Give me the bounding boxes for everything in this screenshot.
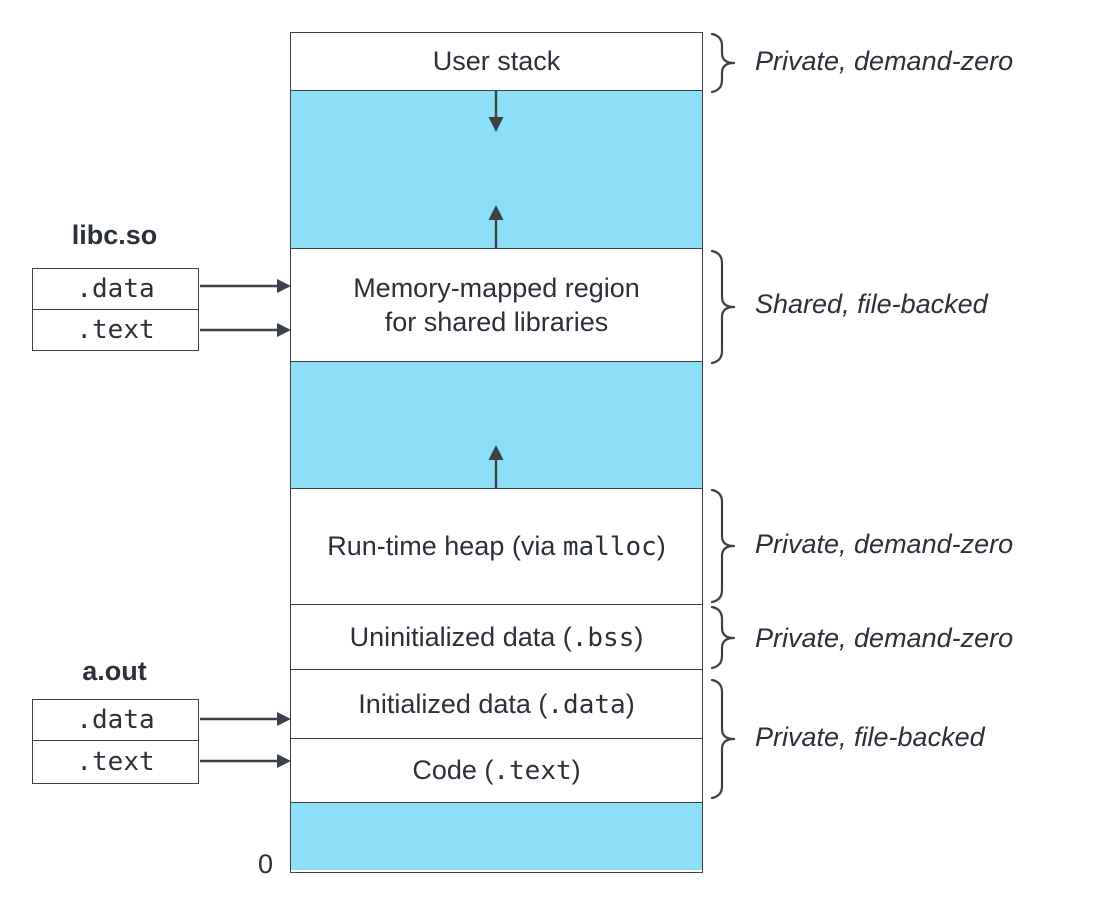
label-code-text: .bss (571, 622, 635, 653)
segment-user-stack: User stack (291, 33, 702, 90)
libc-text-mapping-arrow-icon (200, 323, 291, 337)
libc-data-section: .data (76, 274, 155, 304)
label-text: ) (625, 688, 635, 719)
label-text: for shared libraries (384, 307, 609, 337)
annotation-memory-mapped: Shared, file-backed (755, 289, 988, 319)
segment-label: Code ( .text ) (412, 755, 580, 786)
label-text: Code ( (412, 755, 494, 785)
segment-label: Memory-mapped region for shared librarie… (353, 271, 640, 339)
label-text: User stack (432, 46, 561, 76)
label-code-text: .data (547, 689, 626, 720)
label-text: ) (634, 621, 644, 652)
libc-box: .data .text (32, 268, 199, 351)
libc-data-mapping-arrow-icon (200, 279, 291, 293)
aout-data-section: .data (76, 705, 155, 735)
annotation-bss: Private, demand-zero (755, 623, 1014, 653)
libc-text-section: .text (33, 309, 198, 350)
segment-label: Run-time heap (via malloc ) (327, 531, 666, 562)
brace-user-stack-icon (710, 32, 736, 94)
annotation-heap: Private, demand-zero (755, 529, 1014, 559)
segment-stack-growth-gap (291, 90, 702, 248)
address-space-column: User stack Memory-mapped region for shar… (290, 32, 703, 873)
brace-data-code-icon (710, 678, 736, 800)
aout-text-mapping-arrow-icon (200, 754, 291, 768)
label-text: Initialized data ( (358, 688, 548, 719)
aout-data-mapping-arrow-icon (200, 712, 291, 726)
label-text: ) (571, 755, 581, 785)
label-code-text: .text (493, 756, 572, 786)
brace-heap-icon (710, 488, 736, 604)
label-text: Memory-mapped region (353, 273, 640, 303)
address-zero-label: 0 (257, 849, 273, 879)
aout-title: a.out (82, 656, 147, 686)
segment-label: Initialized data ( .data ) (358, 689, 634, 720)
segment-mapped-region-growth-gap (291, 361, 702, 488)
segment-label: User stack (433, 46, 561, 77)
segment-label: Uninitialized data ( .bss ) (350, 622, 644, 653)
brace-bss-icon (710, 605, 736, 670)
aout-box: .data .text (32, 699, 199, 784)
label-text: Run-time heap (via (327, 531, 563, 561)
label-text: ) (656, 531, 666, 561)
libc-title: libc.so (71, 220, 158, 250)
annotation-data-code: Private, file-backed (755, 722, 985, 752)
brace-memory-mapped-icon (710, 249, 736, 365)
aout-text-section: .text (33, 740, 198, 783)
annotation-user-stack: Private, demand-zero (755, 46, 1014, 76)
segment-bottom-gap (291, 802, 702, 870)
segment-uninitialized-data: Uninitialized data ( .bss ) (291, 604, 702, 669)
label-text: Uninitialized data ( (349, 621, 572, 652)
segment-initialized-data: Initialized data ( .data ) (291, 669, 702, 738)
segment-runtime-heap: Run-time heap (via malloc ) (291, 488, 702, 604)
segment-code: Code ( .text ) (291, 738, 702, 802)
label-code-text: malloc (562, 532, 657, 562)
segment-memory-mapped-region: Memory-mapped region for shared librarie… (291, 248, 702, 361)
